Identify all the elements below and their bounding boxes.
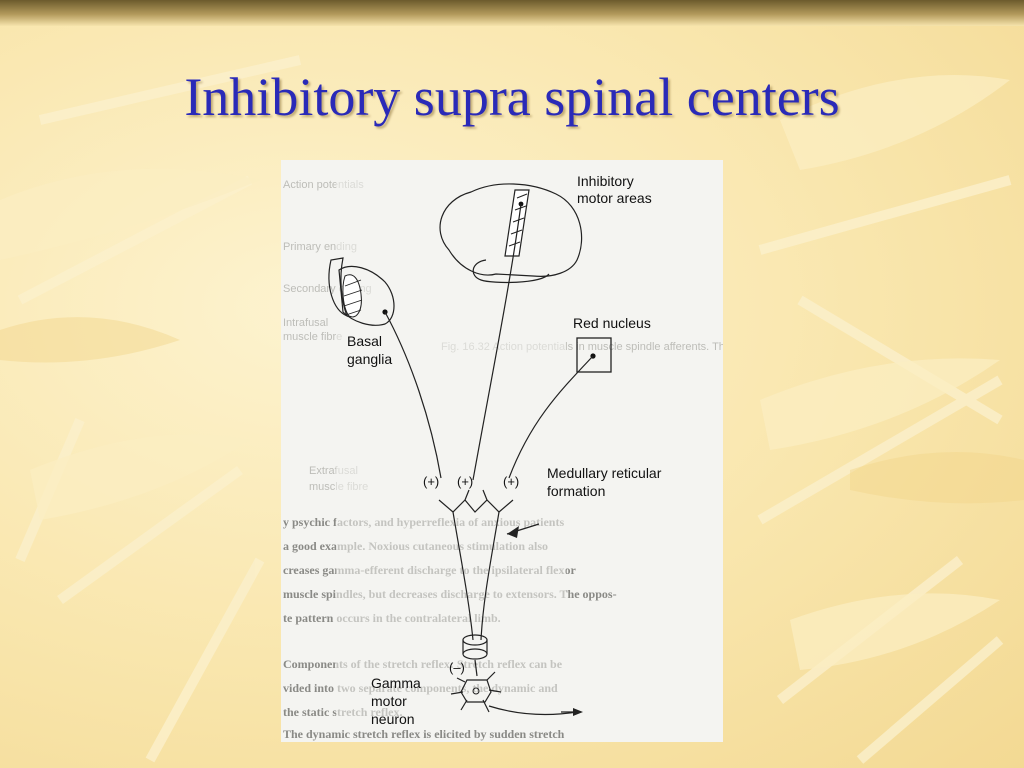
top-decorative-bar	[0, 0, 1024, 26]
diagram-labels: Inhibitory motor areas Basal ganglia Red…	[347, 173, 662, 727]
basal-ganglia-drawing	[328, 257, 395, 326]
sign-plus-1: (+)	[423, 474, 439, 489]
label-red-nucleus: Red nucleus	[573, 315, 651, 331]
descending-pathways	[384, 203, 594, 538]
sign-minus: (–)	[449, 660, 465, 675]
label-gamma-motor-neuron-2: motor	[371, 693, 407, 709]
diagram-figure: Action potentials Primary ending Seconda…	[281, 160, 723, 742]
ghost-intrafusal-2: muscle fibre	[283, 331, 342, 343]
slide-title: Inhibitory supra spinal centers	[184, 67, 840, 127]
sign-plus-2: (+)	[457, 474, 473, 489]
ghost-intrafusal-1: Intrafusal	[283, 317, 328, 329]
gamma-motor-neuron-drawing	[450, 659, 583, 716]
label-inhibitory-motor-areas-2: motor areas	[577, 190, 652, 206]
label-gamma-motor-neuron-1: Gamma	[371, 675, 421, 691]
diagram-svg: Action potentials Primary ending Seconda…	[283, 165, 723, 741]
diagram-signs: (+) (+) (+) (–)	[423, 474, 519, 675]
label-inhibitory-motor-areas-1: Inhibitory	[577, 173, 634, 189]
label-medullary-reticular-2: formation	[547, 483, 605, 499]
sign-plus-3: (+)	[503, 474, 519, 489]
spinal-segment	[462, 634, 488, 660]
label-basal-ganglia-1: Basal	[347, 333, 382, 349]
label-medullary-reticular-1: Medullary reticular	[547, 465, 662, 481]
medullary-junction	[438, 489, 514, 641]
label-basal-ganglia-2: ganglia	[347, 351, 392, 367]
label-gamma-motor-neuron-3: neuron	[371, 711, 415, 727]
ghost-body-line-9: The dynamic stretch reflex is elicited b…	[283, 727, 565, 741]
